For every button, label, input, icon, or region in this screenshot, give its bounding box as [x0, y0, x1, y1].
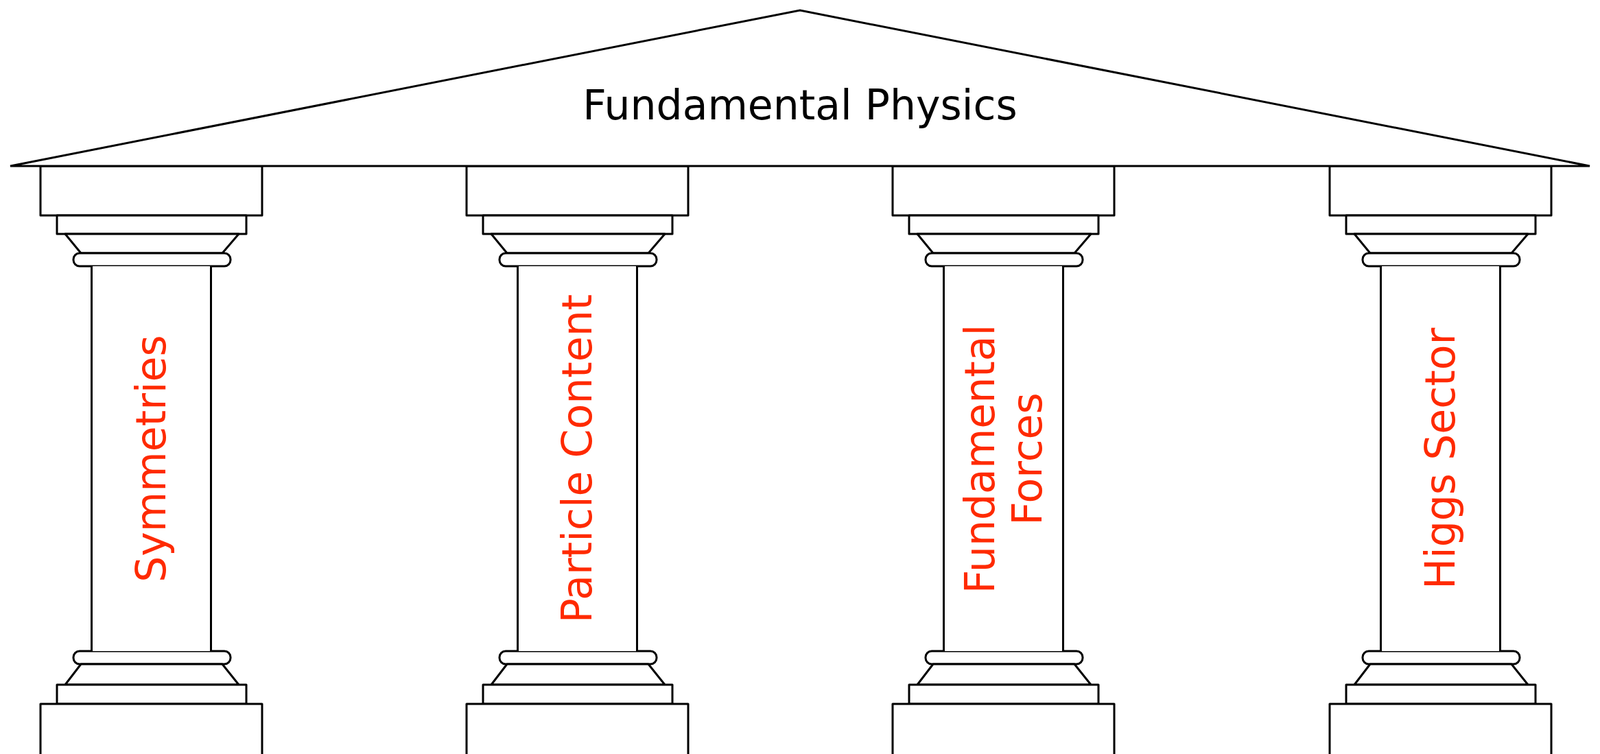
pillar-label: Particle Content [553, 276, 602, 641]
pillar-label: Symmetries [127, 276, 175, 641]
pillar-shaft: Symmetries [90, 266, 213, 652]
pillar-drawing [466, 166, 689, 754]
pillar-drawing [892, 166, 1115, 754]
roof-title: Fundamental Physics [10, 81, 1590, 129]
pillar-shaft: Fundamental Forces [942, 266, 1065, 652]
pillar-label: Fundamental Forces [956, 276, 1052, 641]
pillar-label: Higgs Sector [1416, 276, 1465, 641]
roof-pediment: Fundamental Physics [10, 10, 1590, 167]
pillar-drawing [1329, 166, 1552, 754]
pillar-drawing [40, 166, 263, 754]
pillar-shaft: Higgs Sector [1379, 266, 1502, 652]
pillar-shaft: Particle Content [516, 266, 639, 652]
